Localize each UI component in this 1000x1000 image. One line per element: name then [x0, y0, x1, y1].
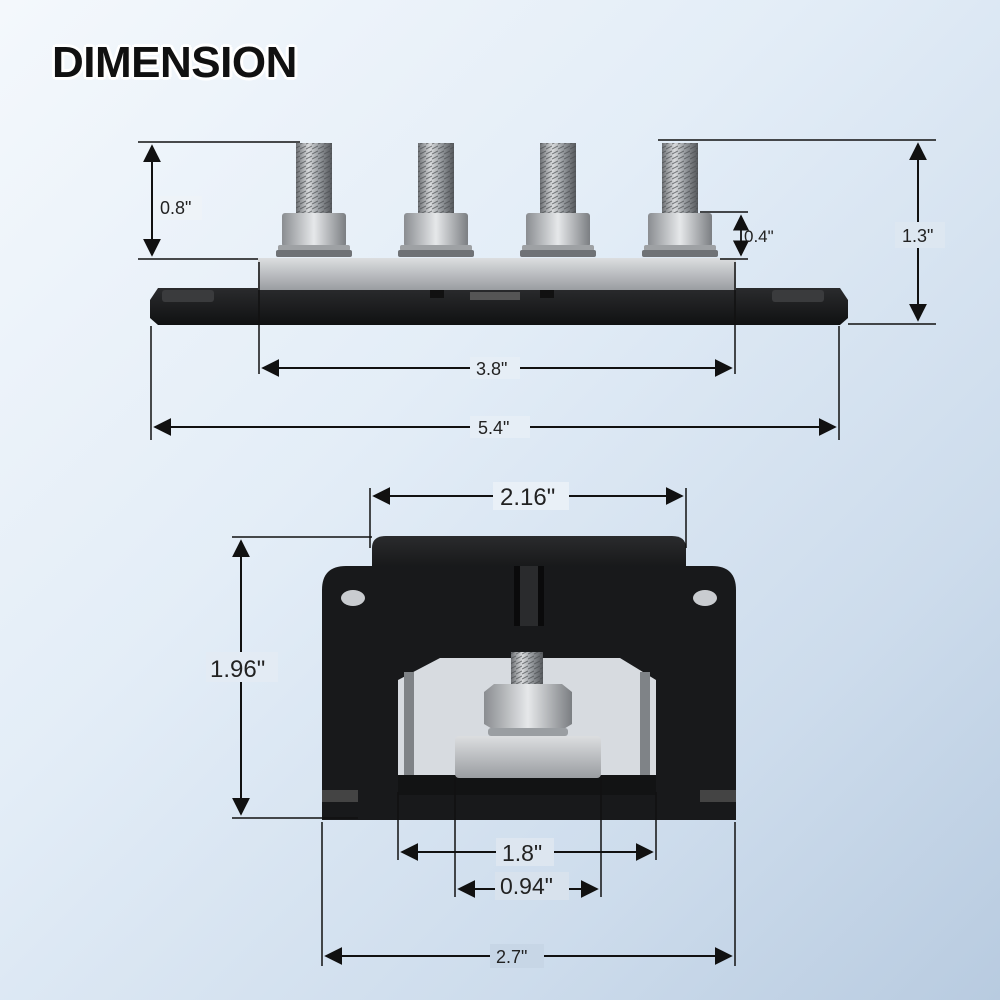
- stud-4: [642, 143, 718, 257]
- label-front-height: 1.96": [210, 656, 265, 683]
- label-nut-height: 0.4": [744, 227, 774, 246]
- page-title: DIMENSION: [52, 38, 297, 87]
- dim-total-height: 1.3": [658, 139, 945, 325]
- label-total-height: 1.3": [902, 226, 933, 246]
- dim-bar-width-front: 0.94": [454, 778, 602, 900]
- label-bar-width: 3.8": [476, 359, 507, 379]
- dim-base-width: 2.7": [321, 822, 736, 968]
- dim-nut-height: 0.4": [700, 211, 774, 260]
- label-bar-width-front: 0.94": [500, 873, 553, 899]
- dim-stud-height: 0.8": [138, 141, 300, 260]
- label-top-width: 2.16": [500, 484, 555, 511]
- dim-bar-width: 3.8": [258, 262, 736, 379]
- stud-2: [398, 143, 474, 257]
- label-base-width: 2.7": [496, 947, 527, 967]
- side-view-product: [150, 258, 848, 325]
- dim-total-width: 5.4": [150, 326, 840, 440]
- stud-1: [276, 143, 352, 257]
- label-total-width: 5.4": [478, 418, 509, 438]
- front-view-product: [322, 536, 736, 820]
- label-stud-height: 0.8": [160, 198, 191, 218]
- stud-3: [520, 143, 596, 257]
- dim-front-height: 1.96": [206, 536, 372, 819]
- dim-top-width: 2.16": [369, 482, 687, 548]
- label-inner-width: 1.8": [502, 840, 542, 866]
- dim-inner-width: 1.8": [397, 792, 657, 866]
